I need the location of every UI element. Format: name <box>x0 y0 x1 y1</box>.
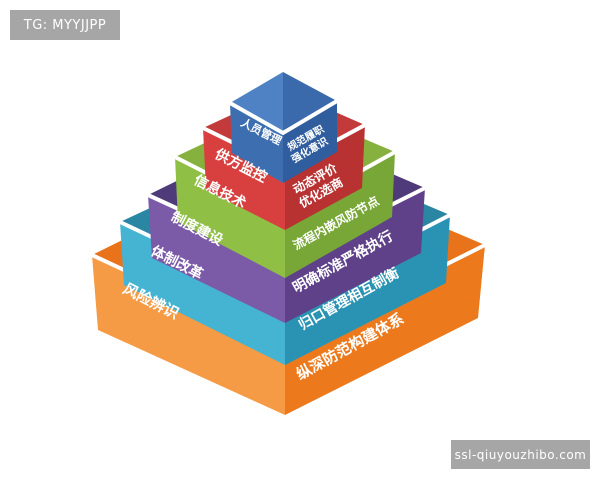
top-face-right <box>283 72 337 133</box>
layer3-right-face <box>285 152 395 278</box>
top-face-left <box>230 72 283 133</box>
watermark-bottom-right: ssl-qiuyouzhibo.com <box>451 440 590 469</box>
layer2-right-face <box>285 125 365 230</box>
layer4-right-face <box>285 188 425 323</box>
layer4-left-face <box>148 195 285 323</box>
top-left-face <box>230 103 283 183</box>
top-right-face <box>283 101 337 183</box>
layer3-left-face <box>175 157 285 278</box>
layer6-left-face <box>92 255 285 415</box>
watermark-top-left: TG: MYYJJPP <box>10 10 120 40</box>
pyramid-layer-1-top <box>229 72 339 183</box>
layer2-left-face <box>203 128 285 230</box>
